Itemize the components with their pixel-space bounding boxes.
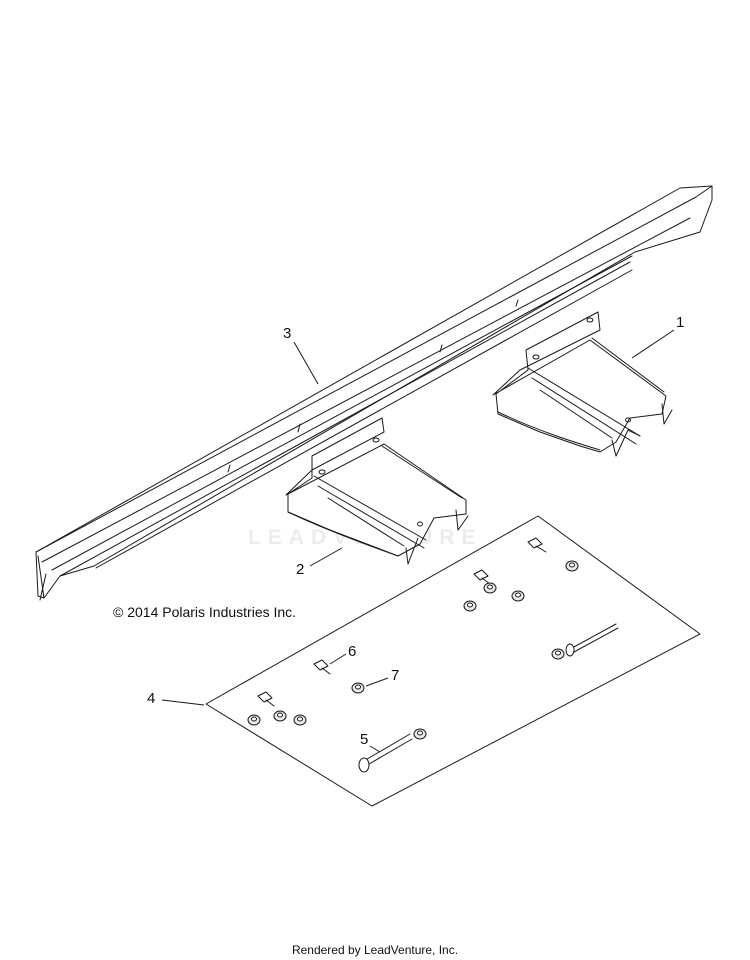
- nut: [483, 582, 497, 594]
- nut: [413, 728, 427, 740]
- nut: [293, 714, 307, 726]
- bracket-right-part: [492, 311, 673, 457]
- svg-text:5: 5: [360, 731, 368, 748]
- footer-credit: Rendered by LeadVenture, Inc.: [291, 943, 459, 957]
- small-bolt: [527, 537, 547, 553]
- small-bolt: [313, 659, 331, 675]
- svg-text:1: 1: [676, 314, 684, 331]
- hardware-kit-panel: [205, 515, 701, 807]
- callout-2: 2: [296, 547, 343, 578]
- callout-7: 7: [365, 667, 399, 687]
- copyright-notice: © 2014 Polaris Industries Inc.: [113, 604, 297, 620]
- svg-text:4: 4: [147, 690, 155, 707]
- svg-text:2: 2: [296, 561, 304, 578]
- hardware-items: [247, 537, 619, 773]
- callout-3: 3: [283, 325, 319, 385]
- callout-4: 4: [147, 690, 205, 707]
- callout-1: 1: [631, 314, 684, 359]
- svg-text:6: 6: [348, 643, 356, 660]
- long-bolt: [565, 623, 619, 657]
- callout-5: 5: [360, 731, 381, 753]
- nut: [351, 682, 365, 694]
- bracket-left-part: [285, 417, 469, 565]
- svg-text:7: 7: [391, 667, 399, 684]
- nut: [247, 714, 261, 726]
- long-bolt: [358, 733, 413, 773]
- nut: [273, 710, 287, 722]
- nut: [511, 590, 525, 602]
- nut: [463, 600, 477, 612]
- callout-6: 6: [329, 643, 356, 665]
- rail-part: [35, 185, 713, 601]
- small-bolt: [473, 569, 491, 585]
- small-bolt: [257, 691, 275, 707]
- svg-text:3: 3: [283, 325, 291, 342]
- nut: [551, 648, 565, 660]
- nut: [565, 560, 579, 572]
